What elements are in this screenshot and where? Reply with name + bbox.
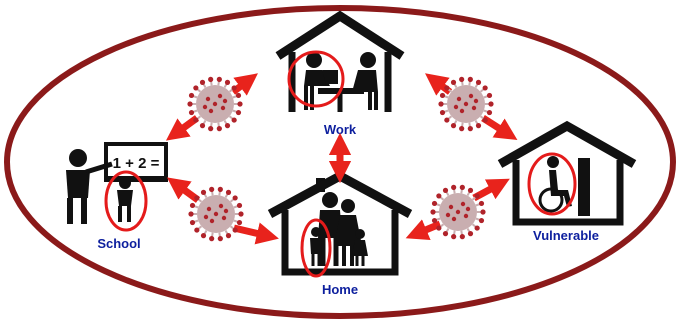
home-label: Home (322, 282, 358, 297)
work-node: Work (275, 10, 405, 137)
home-vulnerable-arrow-start (405, 219, 442, 241)
transmission-links (165, 73, 518, 245)
office-desk-icon (275, 10, 405, 112)
home-highlight-circle (300, 218, 332, 278)
school-highlight-circle (104, 170, 148, 232)
vulnerable-node: Vulnerable (497, 120, 637, 243)
school-home-arrow-end (233, 222, 279, 245)
wheelchair-house-icon (497, 120, 637, 226)
coronavirus-icon (188, 186, 244, 242)
coronavirus-icon (187, 76, 243, 132)
coronavirus-icon (430, 184, 486, 240)
family-house-icon (267, 170, 413, 276)
work-label: Work (324, 122, 357, 137)
work-highlight-circle (287, 50, 345, 108)
teacher-blackboard-icon (66, 142, 168, 224)
home-node: Home (267, 170, 413, 297)
school-node: 1 + 2 = School (66, 142, 168, 251)
vulnerable-label: Vulnerable (533, 228, 599, 243)
coronavirus-icon (438, 76, 494, 132)
vulnerable-highlight-circle (527, 152, 577, 216)
school-label: School (97, 236, 140, 251)
boundary-ellipse (4, 5, 676, 319)
blackboard-text: 1 + 2 = (113, 155, 160, 172)
